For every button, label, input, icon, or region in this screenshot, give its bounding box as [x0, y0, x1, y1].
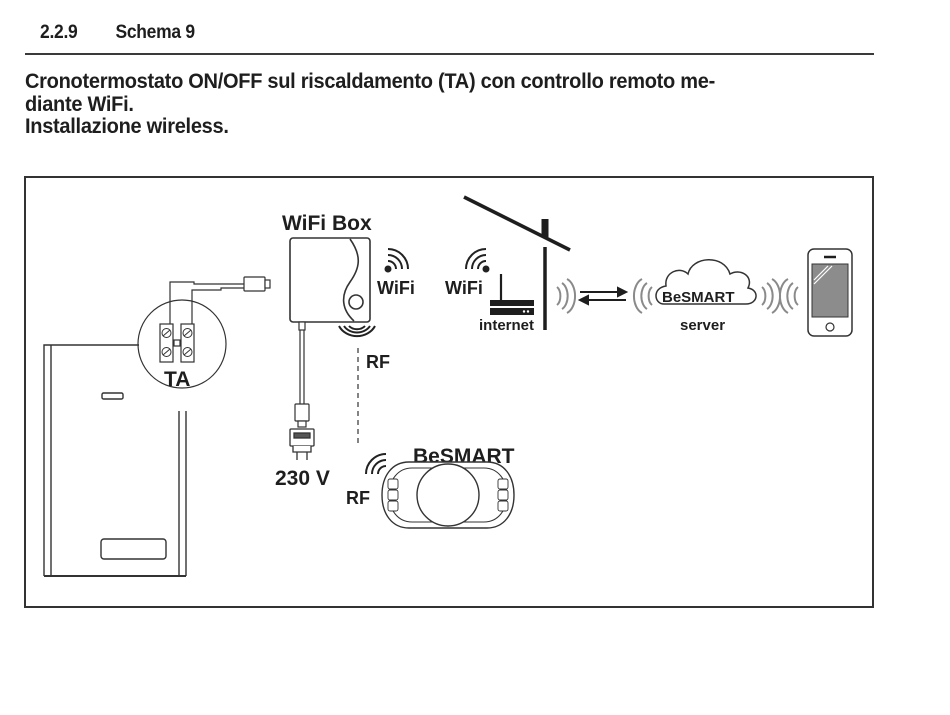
title-line-1: Cronotermostato ON/OFF sul riscaldamento… — [25, 69, 715, 93]
cloud-right-waves-icon — [761, 278, 782, 314]
router-signal-icon — [465, 248, 490, 273]
ta-cable-connector — [243, 276, 271, 292]
schema-title: Cronotermostato ON/OFF sul riscaldamento… — [25, 70, 862, 138]
phone-waves-icon — [778, 278, 799, 314]
wifi-box-icon — [289, 237, 371, 323]
diagram-frame — [24, 176, 874, 608]
wifi-box-label: WiFi Box — [282, 212, 372, 235]
house-icon — [463, 195, 571, 330]
house-waves-icon — [556, 278, 577, 314]
section-name: Schema 9 — [115, 22, 195, 43]
cloud-icon — [655, 259, 757, 305]
heading-rule — [25, 53, 874, 55]
cloud-name-label: BeSMART — [662, 289, 735, 306]
internet-label: internet — [479, 317, 534, 334]
power-plug-icon — [289, 428, 315, 460]
router-signal-label: WiFi — [445, 278, 483, 298]
boiler-icon — [43, 344, 187, 577]
power-label: 230 V — [275, 467, 330, 490]
title-line-3: Installazione wireless. — [25, 114, 229, 138]
thermostat-rf-label: RF — [346, 488, 370, 508]
smartphone-icon — [807, 248, 853, 337]
bidirectional-arrows-icon — [577, 286, 629, 306]
title-line-2: diante WiFi. — [25, 91, 134, 116]
rf-box-label: RF — [366, 352, 390, 372]
router-icon — [490, 274, 534, 315]
section-heading: 2.2.9 Schema 9 — [40, 22, 195, 44]
section-number: 2.2.9 — [40, 22, 78, 43]
cloud-left-waves-icon — [632, 278, 653, 314]
wifi-box-signal-icon — [384, 248, 409, 273]
cloud-sub-label: server — [680, 317, 725, 334]
ta-terminal-icon — [137, 281, 244, 389]
ta-label: TA — [164, 368, 190, 391]
wifi-box-signal-label: WiFi — [377, 278, 415, 298]
wiring-diagram: TA WiFi Box 230 V WiFi R — [24, 176, 874, 608]
rf-box-signal-icon — [338, 325, 376, 338]
besmart-thermostat-icon — [381, 461, 515, 529]
thermostat-rf-signal-icon — [365, 453, 387, 475]
power-cable — [294, 321, 310, 428]
